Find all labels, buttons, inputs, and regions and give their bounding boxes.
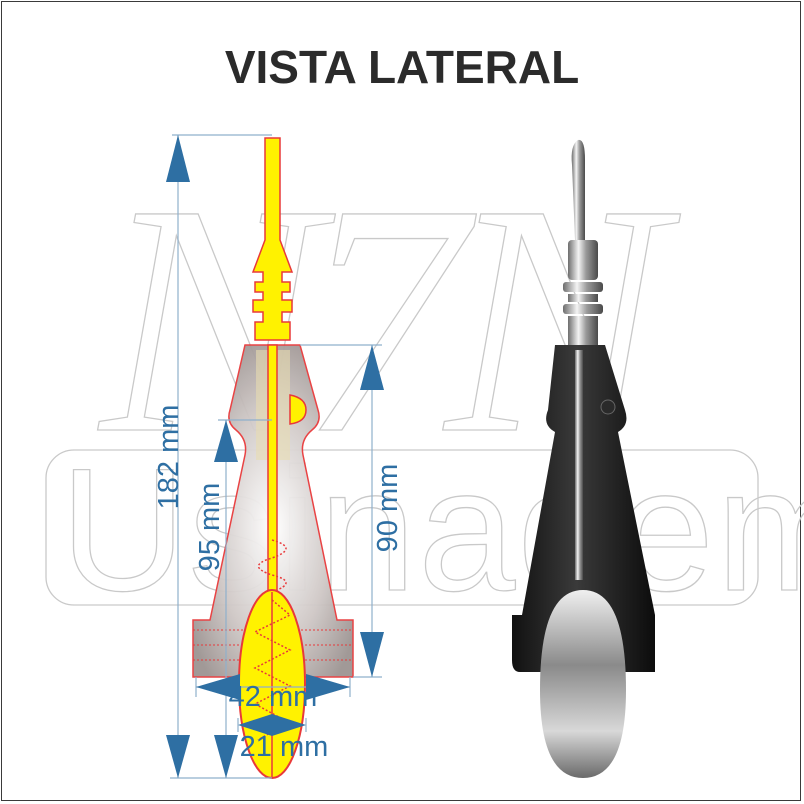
hook-eye bbox=[571, 139, 585, 240]
pin bbox=[289, 394, 307, 425]
black-body bbox=[512, 345, 655, 672]
dim-lure-length: 95 mm bbox=[194, 483, 226, 572]
side-view-drawing bbox=[192, 137, 354, 779]
dim-base-width: 42 mm bbox=[229, 681, 318, 713]
spoon-render bbox=[540, 590, 626, 778]
wire-render bbox=[575, 350, 583, 580]
product-render bbox=[512, 139, 655, 778]
watermark: N7N Usinagem bbox=[45, 136, 804, 629]
dim-total-height: 182 mm bbox=[153, 405, 185, 510]
arrow-up bbox=[166, 135, 190, 182]
arrow-down bbox=[166, 735, 190, 778]
page-title: VISTA LATERAL bbox=[224, 41, 580, 93]
head-shaft bbox=[251, 137, 294, 341]
watermark-text: Usinagem bbox=[60, 433, 804, 628]
watermark-box bbox=[45, 449, 759, 606]
dimensions bbox=[166, 134, 384, 779]
wire bbox=[267, 344, 278, 596]
spring bbox=[257, 539, 287, 593]
dim-body-height: 90 mm bbox=[372, 464, 404, 553]
dim-spoon-width: 21 mm bbox=[240, 731, 329, 763]
